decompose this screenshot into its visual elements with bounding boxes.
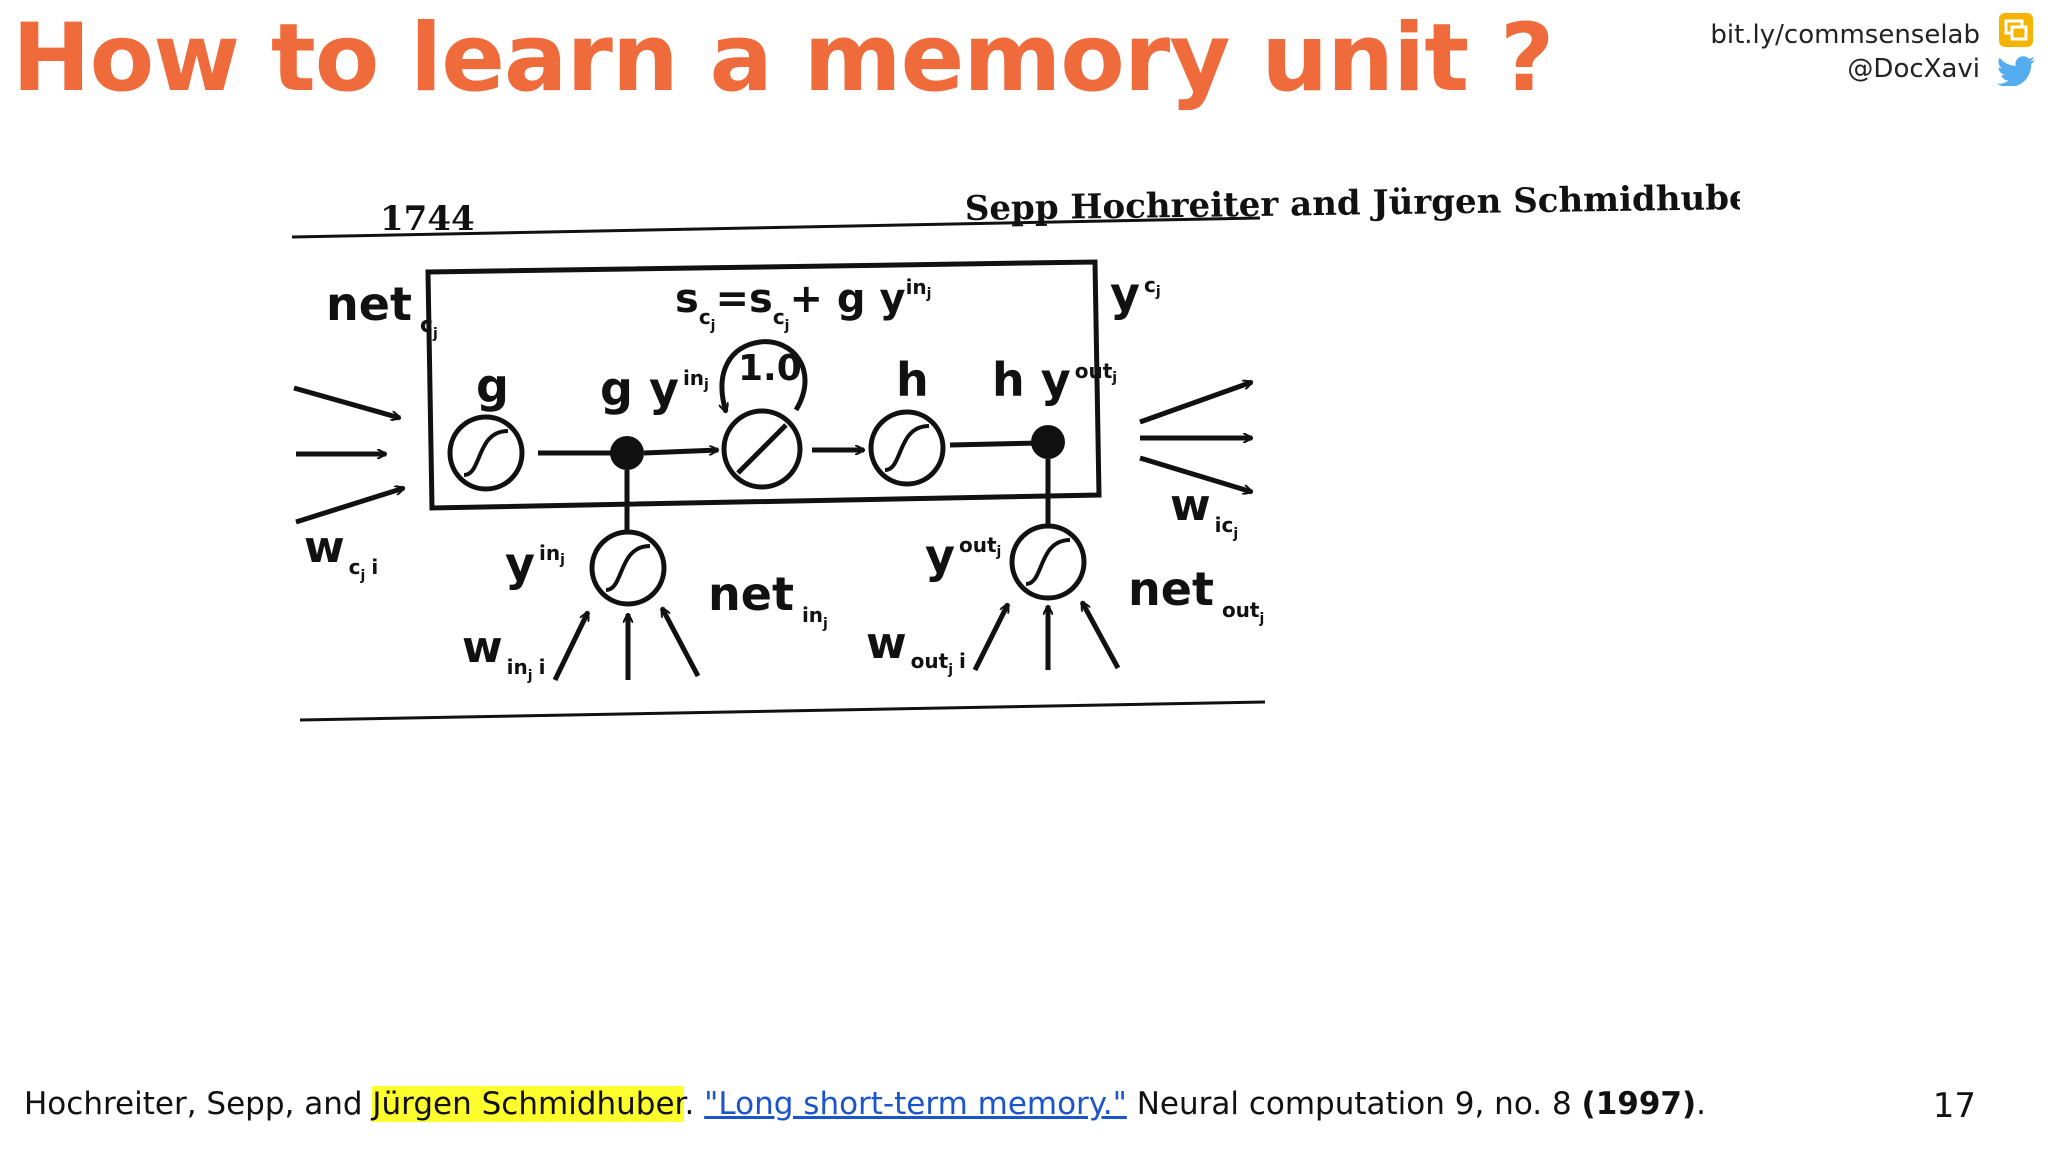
label-cec-weight: 1.0 (738, 348, 802, 389)
sigmoid-glyph (1025, 538, 1071, 586)
bottom-rule (299, 700, 1266, 722)
input-gate-arrow-3 (659, 608, 701, 678)
g-squash-unit (447, 414, 525, 492)
output-gate-multiplier (1031, 425, 1065, 459)
reference-end: . (1696, 1086, 1707, 1122)
input-gate-arrow-1 (552, 612, 591, 682)
lstm-memory-cell-figure: 1744 Sepp Hochreiter and Jürgen Schmidhu… (180, 120, 1740, 970)
cell-output-arrow-1 (1139, 382, 1252, 425)
sigmoid-glyph (605, 544, 651, 592)
slides-icon (1999, 13, 2033, 47)
reference-year: (1997) (1581, 1086, 1697, 1122)
input-gate-multiplier (610, 436, 644, 470)
gate-to-cec-arrow (643, 450, 718, 456)
twitter-handle[interactable]: @DocXavi (1847, 54, 1980, 84)
slide-title: How to learn a memory unit ? (12, 4, 1554, 113)
output-gate-arrow-1 (972, 604, 1011, 672)
linear-glyph (736, 423, 788, 475)
h-squash-unit (868, 409, 946, 487)
label-h: h (896, 353, 929, 407)
h-to-gate-line (949, 440, 1041, 448)
slide-page-number: 17 (1932, 1086, 1976, 1126)
output-gate-arrow-3 (1079, 602, 1121, 670)
lab-url[interactable]: bit.ly/commsenselab (1710, 20, 1980, 50)
twitter-bird-icon (1996, 56, 2035, 86)
label-g: g (476, 359, 509, 413)
state-equation: scj=scj+ g yinj (675, 275, 931, 334)
sigmoid-glyph (884, 424, 930, 472)
cell-input-arrow-1 (293, 385, 400, 418)
memory-cell-box (425, 259, 1102, 511)
cell-output-arrow-3 (1139, 455, 1252, 492)
reference-separator: . (684, 1086, 705, 1122)
top-rule (291, 216, 1261, 239)
reference-authors: Hochreiter, Sepp, and (24, 1086, 373, 1122)
cec-self-loop-arrow (722, 339, 808, 412)
reference-citation: Hochreiter, Sepp, and Jürgen Schmidhuber… (24, 1086, 1706, 1122)
input-gate-unit (589, 529, 667, 607)
paper-title-link[interactable]: "Long short-term memory." (704, 1086, 1127, 1122)
reference-journal: Neural computation 9, no. 8 (1126, 1086, 1582, 1122)
output-gate-unit (1009, 523, 1087, 601)
highlighted-author: Jürgen Schmidhuber (372, 1086, 685, 1122)
sigmoid-glyph (463, 429, 509, 477)
cell-input-arrow-3 (295, 488, 404, 525)
